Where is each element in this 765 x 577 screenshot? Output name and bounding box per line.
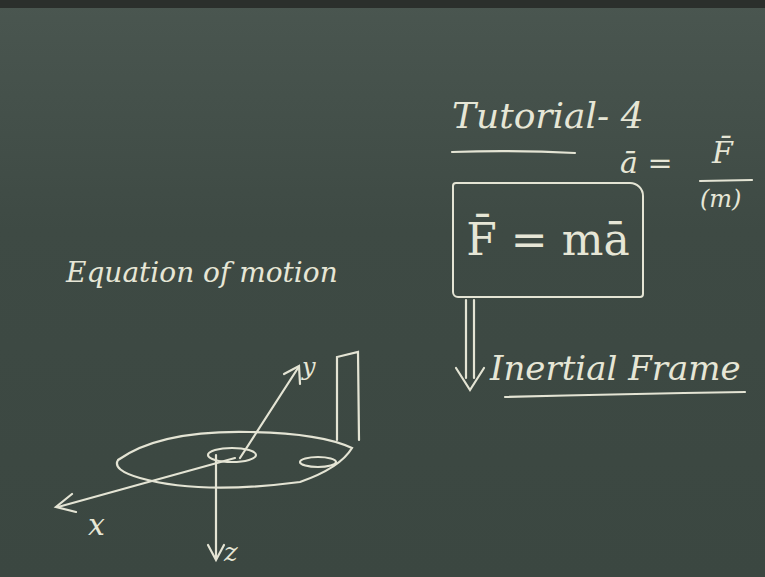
axis-label: z (224, 538, 238, 567)
fraction-bar (700, 180, 752, 181)
arrow-head (208, 545, 224, 560)
x-axis (58, 458, 235, 507)
arrow-head (456, 368, 484, 390)
denominator: (m) (700, 186, 741, 212)
axis-label: x (88, 508, 105, 541)
fuselage (117, 432, 352, 488)
numerator: F̄ (712, 136, 733, 169)
tailplane (300, 457, 336, 467)
title: Tutorial- 4 (452, 96, 644, 136)
heading: Equation of motion (66, 258, 338, 289)
underline (452, 151, 575, 153)
y-axis (240, 368, 298, 458)
axis-label: y (302, 354, 316, 380)
z-axis (215, 455, 217, 558)
note: Inertial Frame (490, 350, 741, 387)
equation-text: F̄ = mā (466, 216, 629, 264)
underline (505, 392, 745, 397)
arrow-head (56, 494, 76, 512)
implies-arrow (466, 300, 474, 378)
equation-box: F̄ = mā (452, 182, 644, 298)
board-edge (0, 0, 765, 8)
fin (337, 352, 359, 440)
arrow-head (284, 366, 300, 384)
equation-text: ā = (620, 146, 673, 179)
